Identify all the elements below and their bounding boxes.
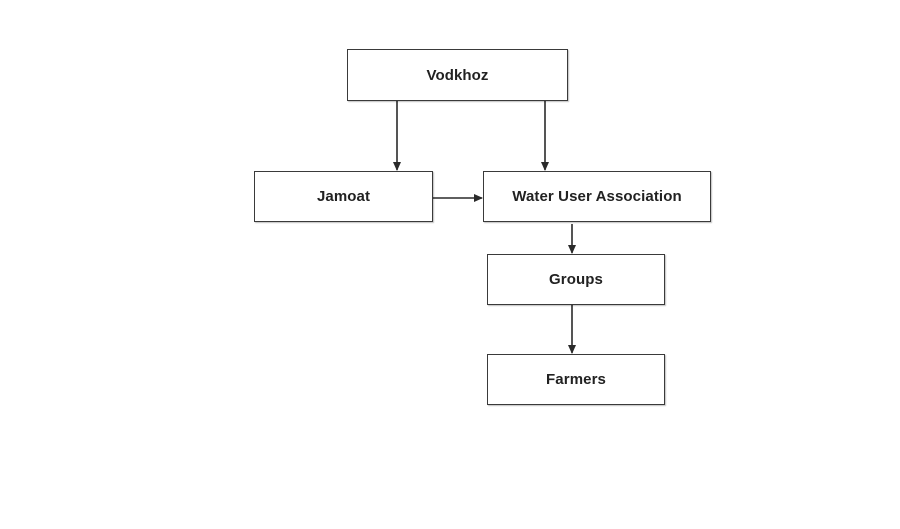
node-farmers: Farmers [487, 354, 665, 405]
node-groups: Groups [487, 254, 665, 305]
node-water-user-association: Water User Association [483, 171, 711, 222]
node-vodkhoz: Vodkhoz [347, 49, 568, 101]
node-farmers-label: Farmers [546, 371, 606, 388]
node-jamoat-label: Jamoat [316, 188, 371, 205]
node-groups-label: Groups [549, 271, 603, 288]
node-water-user-association-label: Water User Association [512, 188, 682, 205]
node-jamoat: Jamoat [254, 171, 433, 222]
node-vodkhoz-label: Vodkhoz [426, 66, 489, 84]
